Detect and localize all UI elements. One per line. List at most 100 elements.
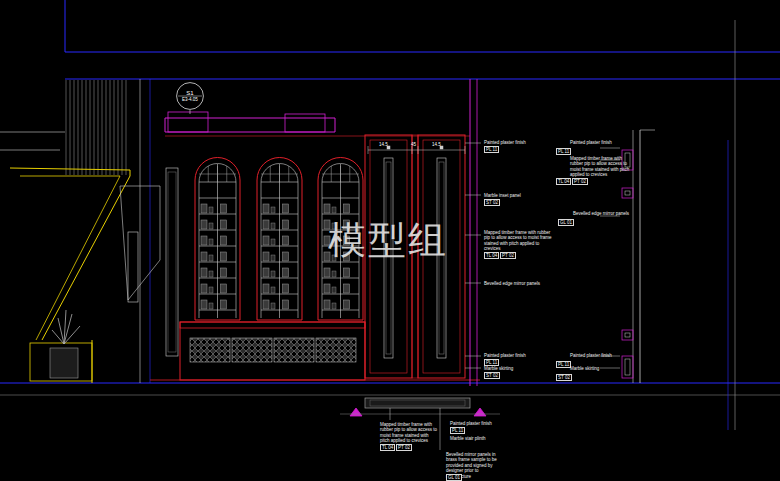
bookcase-shelf: [261, 214, 298, 215]
cabinet-panel: [232, 338, 272, 362]
wall-section: [640, 130, 655, 131]
book: [344, 284, 350, 293]
book: [209, 207, 213, 213]
material-code: PT 02: [572, 178, 588, 185]
dimension: 14.5: [379, 142, 388, 147]
bookcase-shelf: [199, 310, 236, 311]
material-code: PL 11: [484, 146, 499, 153]
bookcase-shelf: [199, 214, 236, 215]
book: [263, 204, 269, 213]
book: [209, 223, 213, 229]
bookcase-shelf: [261, 310, 298, 311]
cornice-detail: [168, 112, 208, 132]
stair-baluster: [66, 80, 67, 175]
material-note: Painted plaster finish: [484, 353, 526, 358]
floor-line: [0, 395, 780, 396]
cabinet-panel: [316, 338, 356, 362]
dimension: 45: [411, 142, 416, 147]
material-note: Painted plaster finish: [570, 140, 612, 145]
bookcase-shelf: [199, 262, 236, 263]
plan-detail: [365, 398, 470, 408]
material-note: Marble inset panel: [484, 193, 521, 198]
bookcase: [257, 158, 302, 321]
bookcase-shelf: [261, 230, 298, 231]
leader-line: [465, 283, 481, 284]
material-note: Mapped timber frame with rubber pip to a…: [380, 422, 438, 444]
cornice-detail: [285, 114, 325, 132]
book: [221, 268, 227, 277]
book: [209, 303, 213, 309]
bookcase-shelf: [322, 294, 359, 295]
cabinet: [180, 322, 365, 380]
bookcase: [195, 158, 240, 321]
material-code: ST 02: [484, 372, 500, 379]
book: [344, 204, 350, 213]
boundary-line: [65, 79, 780, 80]
section-bracket: [622, 188, 633, 198]
wall-panel: [128, 232, 138, 302]
wall-line: [150, 79, 151, 383]
book: [283, 268, 289, 277]
dimension-tick: [465, 146, 466, 154]
cabinet-top: [180, 322, 365, 328]
plan-detail: [370, 400, 465, 406]
section-number: S1: [176, 90, 204, 97]
ceiling-line: [165, 136, 470, 137]
book: [221, 204, 227, 213]
book: [324, 300, 330, 309]
bookcase: [261, 164, 298, 319]
leader-line: [390, 408, 391, 420]
stair-baluster: [118, 80, 119, 175]
section-callout: S1E3-4.05: [176, 82, 204, 110]
skirting-line: [150, 380, 480, 381]
plant: [52, 310, 80, 344]
material-code: GL 01: [558, 219, 574, 226]
arch-mullion: [322, 174, 359, 175]
section-line: [470, 79, 471, 386]
book: [271, 207, 275, 213]
stair-stringer: [10, 168, 130, 340]
bookcase-shelf: [199, 246, 236, 247]
boundary-line: [65, 0, 66, 52]
dimension-tick: [368, 146, 369, 154]
book: [263, 268, 269, 277]
material-code: TL 04: [484, 252, 499, 259]
bookcase-shelf: [322, 278, 359, 279]
book: [283, 284, 289, 293]
book: [209, 255, 213, 261]
bookcase-shelf: [199, 278, 236, 279]
material-code: ST 02: [556, 374, 572, 381]
book: [263, 220, 269, 229]
leader-line: [600, 148, 620, 149]
wall-line: [140, 79, 141, 383]
book: [201, 268, 207, 277]
book: [221, 284, 227, 293]
material-code: TL 04: [380, 444, 395, 451]
book: [283, 300, 289, 309]
dimension: 14.5: [432, 142, 441, 147]
book: [271, 271, 275, 277]
material-note: Mapped timber frame with rubber pip to a…: [570, 156, 632, 178]
book: [263, 284, 269, 293]
section-line: [477, 79, 478, 386]
book: [324, 204, 330, 213]
stair-line: [0, 132, 65, 133]
book: [271, 255, 275, 261]
material-code: PT 02: [500, 252, 516, 259]
material-note: Bevelled edge mirror panels: [484, 281, 540, 286]
book: [332, 207, 336, 213]
planter: [30, 343, 92, 381]
book: [332, 303, 336, 309]
dimension-tick: [412, 146, 413, 154]
material-note: Mapped timber frame with rubber pip to a…: [484, 230, 556, 252]
material-code: PL 11: [556, 361, 571, 368]
dimension-tick: [418, 146, 419, 154]
wall-panel: [120, 186, 160, 300]
leader-line: [440, 408, 441, 450]
book: [221, 220, 227, 229]
stair-baluster: [110, 80, 111, 175]
planter-line: [92, 340, 93, 383]
wall-section: [640, 130, 641, 383]
book: [209, 287, 213, 293]
book: [221, 300, 227, 309]
